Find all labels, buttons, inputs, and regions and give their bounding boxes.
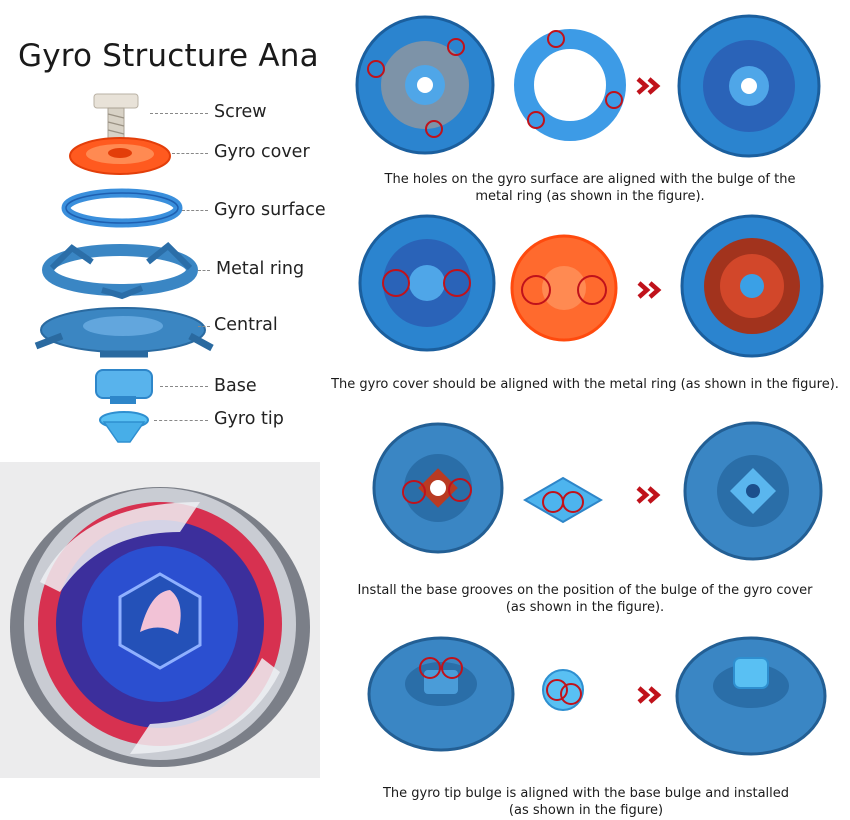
step1-gyro-surface-image: [355, 15, 495, 155]
gyro-cover-image: [69, 137, 171, 175]
step4-assembly-image: [367, 636, 515, 752]
step2-assembly-image: [358, 214, 496, 352]
central-image: [34, 307, 214, 358]
part-label-gyro-surface: Gyro surface: [214, 200, 326, 220]
step3-assembly-image: [372, 422, 504, 554]
part-label-base: Base: [214, 376, 257, 396]
leader-line: [172, 153, 208, 154]
step3-base-image: [523, 476, 603, 524]
leader-line: [150, 113, 208, 114]
gyro-surface-image: [61, 188, 183, 228]
part-label-screw: Screw: [214, 102, 267, 122]
leader-line: [198, 270, 210, 271]
page-title: Gyro Structure Analysis: [18, 38, 320, 74]
double-chevron-right-icon: [636, 77, 661, 95]
part-label-gyro-tip: Gyro tip: [214, 409, 284, 429]
base-image: [95, 369, 153, 404]
step2-result-image: [680, 214, 824, 358]
step4-gyro-tip-image: [542, 669, 584, 711]
leader-line: [154, 420, 208, 421]
gyro-tip-image: [99, 411, 149, 443]
part-label-metal-ring: Metal ring: [216, 259, 305, 279]
assembled-gyro-photo: [0, 462, 320, 778]
part-label-gyro-cover: Gyro cover: [214, 142, 310, 162]
metal-ring-image: [42, 241, 198, 300]
leader-line: [182, 210, 208, 211]
leader-line: [198, 326, 210, 327]
screw-image: [93, 93, 139, 139]
step3-caption: Install the base grooves on the position…: [357, 583, 813, 615]
step3-result-image: [683, 421, 823, 561]
double-chevron-right-icon: [636, 486, 661, 504]
step1-result-image: [677, 14, 821, 158]
leader-line: [160, 386, 208, 387]
step4-caption: The gyro tip bulge is aligned with the b…: [382, 786, 790, 818]
step4-result-image: [675, 636, 827, 756]
step1-metal-ring-image: [514, 29, 626, 141]
part-label-central: Central: [214, 315, 278, 335]
step1-caption: The holes on the gyro surface are aligne…: [384, 172, 796, 204]
double-chevron-right-icon: [637, 686, 662, 704]
step2-caption: The gyro cover should be aligned with th…: [331, 377, 839, 392]
double-chevron-right-icon: [637, 281, 662, 299]
step2-gyro-cover-image: [510, 234, 618, 342]
